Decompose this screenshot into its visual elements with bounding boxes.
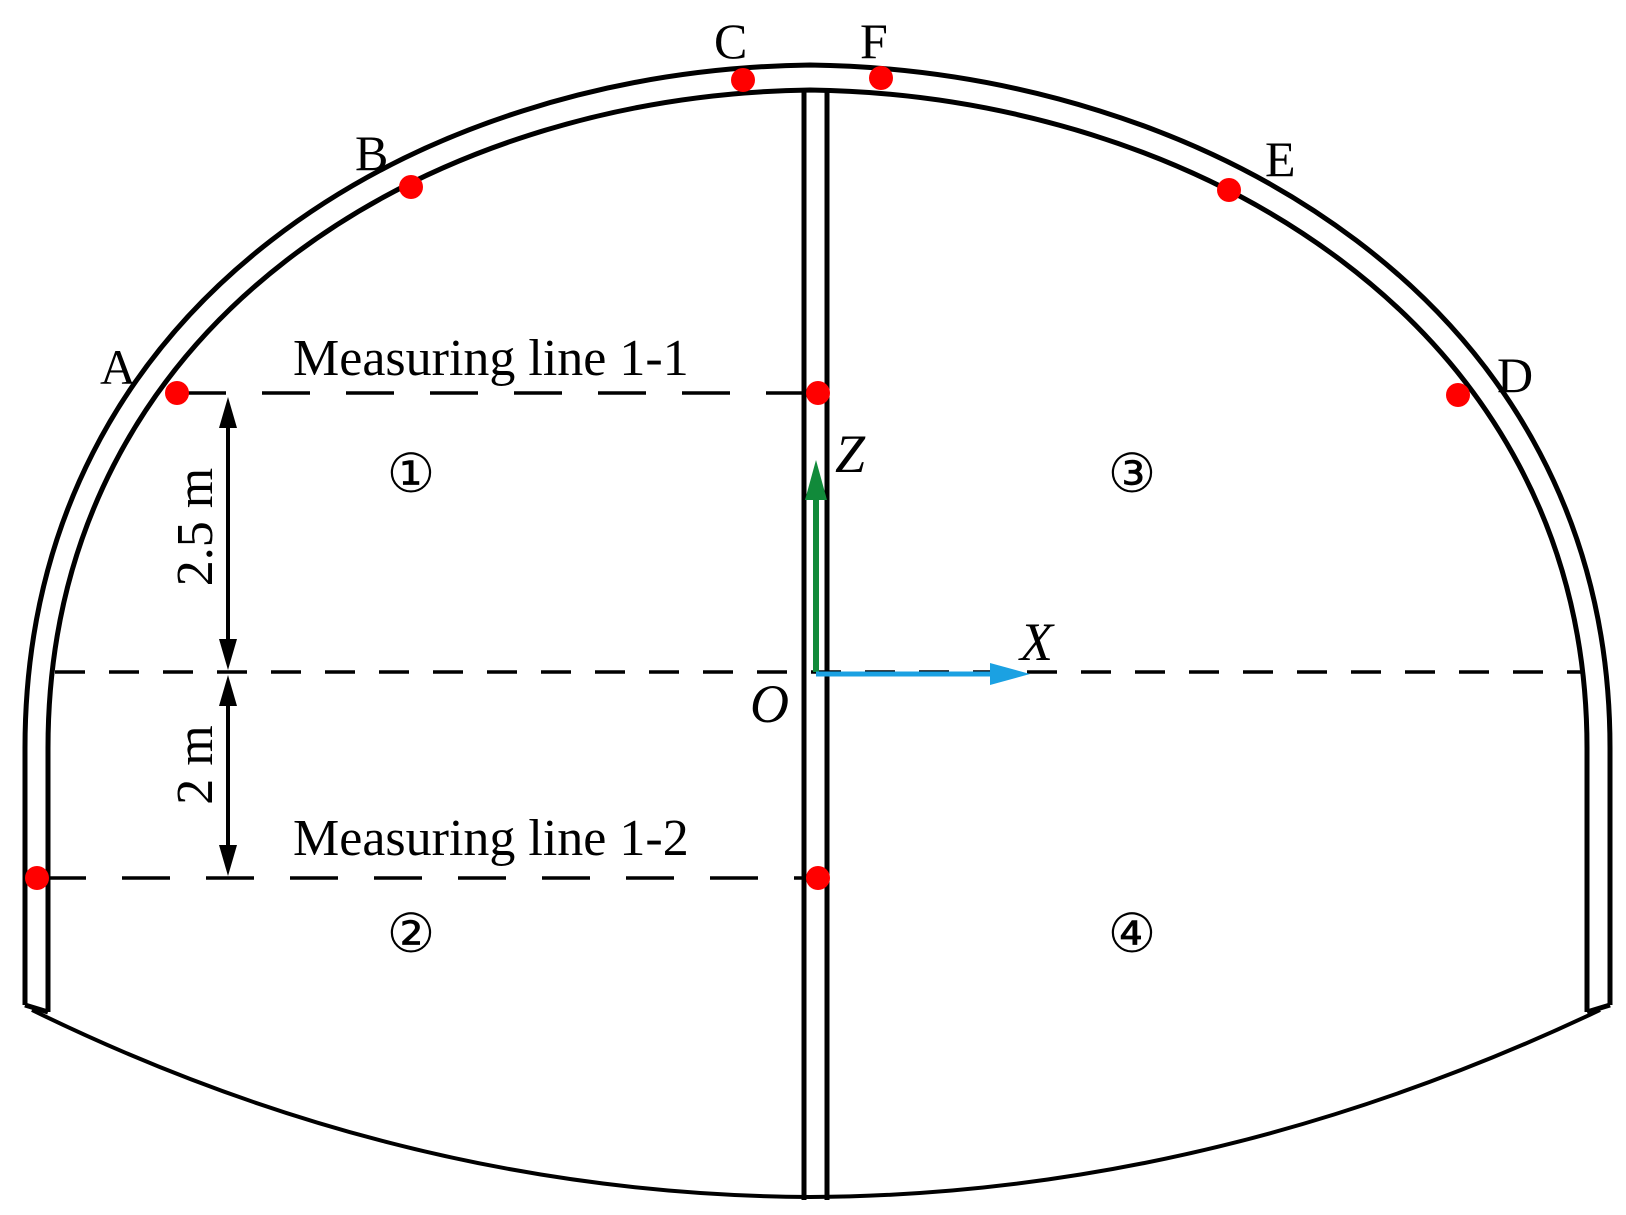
dimension-upper-label: 2.5 m xyxy=(167,468,224,586)
z-axis-arrow xyxy=(805,460,827,672)
point-label-d: D xyxy=(1497,347,1533,403)
x-axis-arrow xyxy=(816,663,1030,685)
zone-label-4: ④ xyxy=(1108,904,1156,964)
point-label-b: B xyxy=(355,125,388,181)
measure-point-b xyxy=(399,175,423,199)
origin-label: O xyxy=(750,674,789,734)
measure-point-d xyxy=(1446,383,1470,407)
measure-point-f xyxy=(869,66,893,90)
invert-curve xyxy=(31,1008,1601,1200)
measuring-line-1-2-label: Measuring line 1-2 xyxy=(293,810,689,867)
dimension-lower-label: 2 m xyxy=(167,725,224,804)
measure-point-c xyxy=(731,68,755,92)
point-label-e: E xyxy=(1265,131,1296,187)
point-label-a: A xyxy=(100,339,136,395)
x-axis-label: X xyxy=(1018,612,1055,672)
lining-outer-arch xyxy=(22,62,1613,1005)
point-label-c: C xyxy=(714,13,747,69)
measuring-line-1-1-label: Measuring line 1-1 xyxy=(293,330,689,387)
point-label-f: F xyxy=(860,13,888,69)
lining-left-end xyxy=(24,1002,49,1015)
zone-label-3: ③ xyxy=(1108,444,1156,504)
measure-point-e xyxy=(1217,178,1241,202)
measure-point-left-wall xyxy=(25,866,49,890)
measure-point-a xyxy=(165,381,189,405)
lining-inner-arch xyxy=(45,87,1590,1012)
dimension-upper-arrow xyxy=(219,397,237,670)
z-axis-label: Z xyxy=(835,424,866,484)
zone-label-2: ② xyxy=(387,904,435,964)
measure-point-wall-lower xyxy=(806,866,830,890)
zone-label-1: ① xyxy=(387,444,435,504)
dimension-lower-arrow xyxy=(219,675,237,876)
measure-point-wall-upper xyxy=(806,381,830,405)
